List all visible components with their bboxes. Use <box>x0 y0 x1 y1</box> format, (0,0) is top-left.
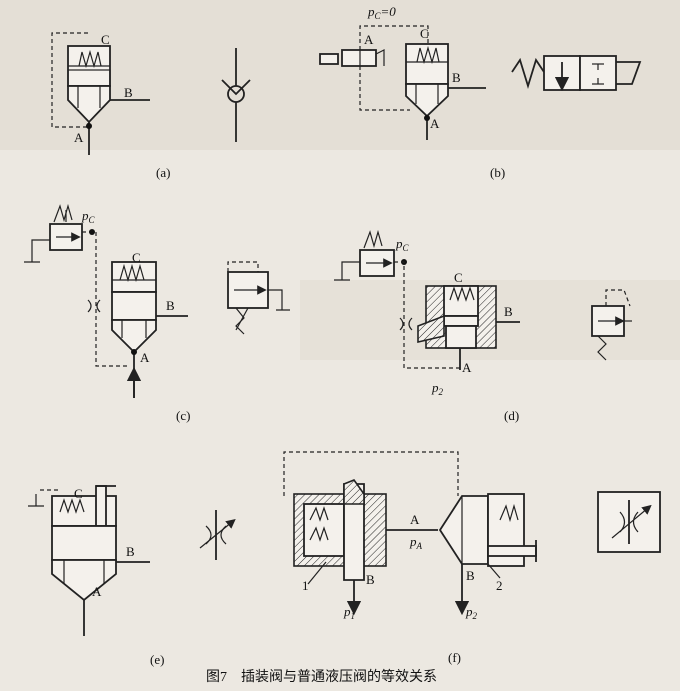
port-b-label: B <box>166 298 175 313</box>
port-b-label: B <box>366 572 375 587</box>
port-a-small-label: A <box>364 32 374 47</box>
port-a-label: A <box>410 512 420 527</box>
relief-valve-symbol <box>227 261 290 335</box>
panel-b: pC=0 A C B A (b) <box>319 4 642 180</box>
p2-label-d: p2 <box>431 380 444 397</box>
pa-label: pA <box>409 534 423 551</box>
port-a-label: A <box>430 116 440 131</box>
port-b-label: B <box>126 544 135 559</box>
panel-d: pC C B A p2 (d) <box>334 229 632 423</box>
port-a-label: A <box>92 584 102 599</box>
port-a-label: A <box>74 130 84 145</box>
two-way-valve-symbol <box>511 55 642 92</box>
figure-caption: 图7 插装阀与普通液压阀的等效关系 <box>206 668 437 685</box>
orifice-icon <box>399 317 413 331</box>
pc0-label: pC=0 <box>367 4 396 21</box>
panel-f: A pA B p1 1 B p2 2 (f) <box>283 451 661 665</box>
solenoid-valve-b <box>341 49 377 67</box>
relief-valve-symbol <box>591 289 632 361</box>
panel-label-a: (a) <box>156 165 170 180</box>
item-2-label: 2 <box>496 578 503 593</box>
item-1-label: 1 <box>302 578 309 593</box>
panel-label-c: (c) <box>176 408 190 423</box>
orifice-icon <box>87 299 101 313</box>
port-b-label: B <box>504 304 513 319</box>
pc-label-d: pC <box>395 236 410 253</box>
port-b-label: B <box>466 568 475 583</box>
port-b-label: B <box>124 85 133 100</box>
port-c-label: C <box>454 270 463 285</box>
panel-label-d: (d) <box>504 408 519 423</box>
throttle-valve-symbol <box>199 510 236 560</box>
pc-label-c: pC <box>81 208 96 225</box>
spring-icon <box>78 49 102 69</box>
port-c-label: C <box>420 26 429 41</box>
throttle-valve-symbol <box>597 491 661 553</box>
port-a-label: A <box>462 360 472 375</box>
panel-label-f: (f) <box>448 650 461 665</box>
panel-e: C B A (e) <box>28 485 236 667</box>
p1-label: p1 <box>343 604 355 621</box>
port-b-label: B <box>452 70 461 85</box>
panel-label-e: (e) <box>150 652 164 667</box>
port-c-label: C <box>101 32 110 47</box>
panel-c: pC C B A (c) <box>24 203 290 423</box>
cartridge-body-c <box>111 261 157 293</box>
port-a-label: A <box>140 350 150 365</box>
panel-a: C B A (a) <box>51 32 251 180</box>
panel-label-b: (b) <box>490 165 505 180</box>
spring-icon <box>416 45 440 65</box>
check-valve-symbol <box>221 48 251 142</box>
port-c-label: C <box>74 486 83 501</box>
p2-label-f: p2 <box>465 604 478 621</box>
port-c-label: C <box>132 250 141 265</box>
